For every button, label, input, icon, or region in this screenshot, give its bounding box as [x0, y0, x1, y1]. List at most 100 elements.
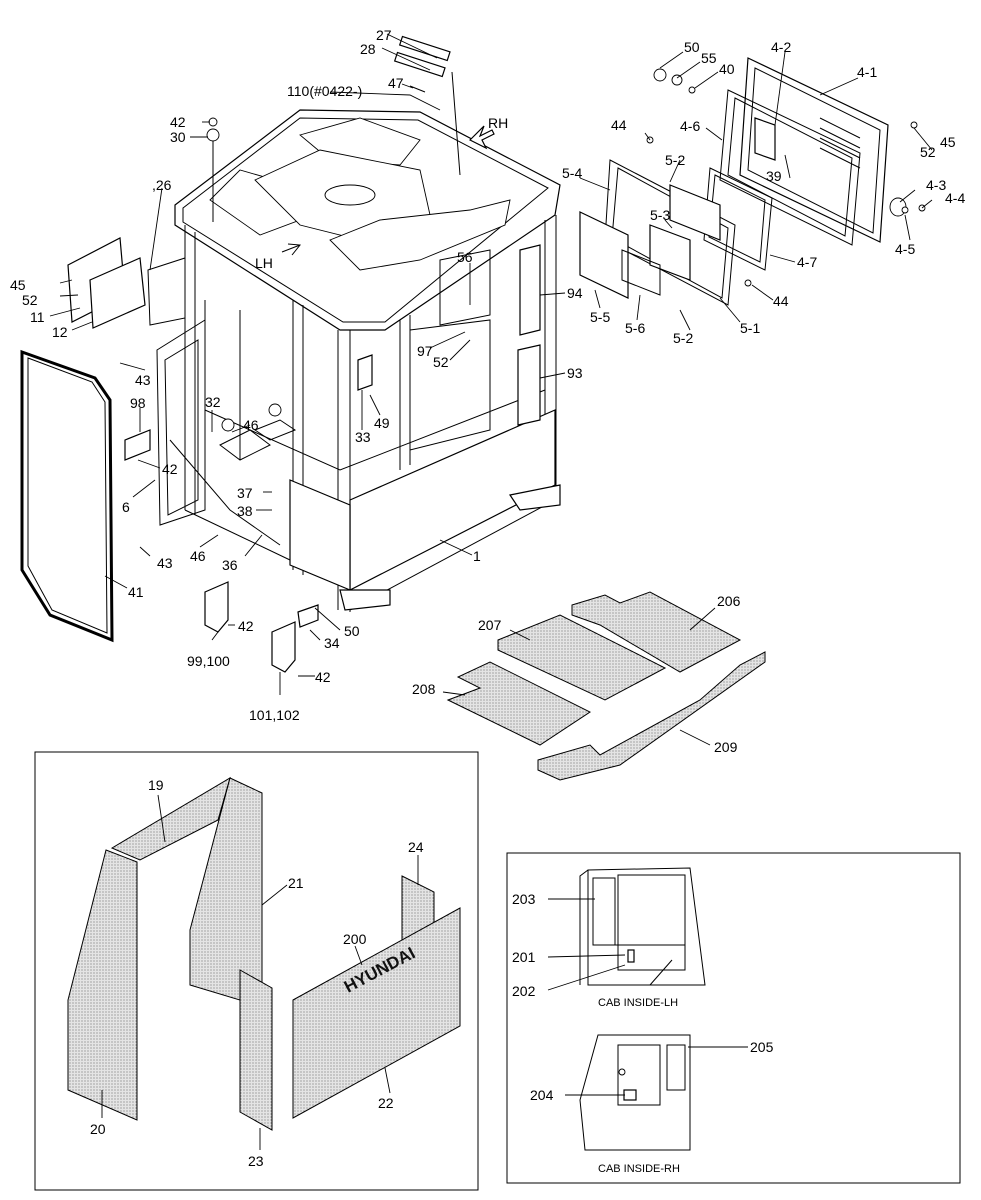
label-201: 201 [512, 949, 536, 965]
mat-208 [446, 661, 591, 746]
label-41: 41 [128, 584, 144, 600]
cover-plate-12 [89, 257, 146, 329]
label-4-4: 4-4 [945, 190, 965, 206]
label-47: 47 [388, 75, 404, 91]
mat-209 [537, 651, 766, 781]
roof-hardware [206, 35, 461, 222]
door-frame [156, 319, 206, 526]
cab-frame [147, 109, 561, 612]
panel-5-5 [579, 211, 629, 299]
label-5-1: 5-1 [740, 320, 760, 336]
label-22: 22 [378, 1095, 394, 1111]
insulation-panel-box [34, 751, 479, 1191]
bracket-99-100 [204, 581, 229, 633]
label-4-7: 4-7 [797, 254, 817, 270]
label-rh: RH [488, 115, 508, 131]
label-207: 207 [478, 617, 502, 633]
caption-cab-inside-lh: CAB INSIDE-LH [598, 997, 678, 1009]
label-30: 30 [170, 129, 186, 145]
label-4-1: 4-1 [857, 64, 877, 80]
label-5-4: 5-4 [562, 165, 582, 181]
label-204: 204 [530, 1087, 554, 1103]
label-6: 6 [122, 499, 130, 515]
label-42-top: 42 [170, 114, 186, 130]
panel-20 [67, 849, 138, 1121]
label-50-upper: 50 [684, 39, 700, 55]
cover-4-1 [739, 57, 889, 243]
rh-arrow-icon [468, 125, 495, 150]
label-55: 55 [701, 50, 717, 66]
label-46-lower: 46 [190, 548, 206, 564]
label-101-102: 101,102 [249, 707, 300, 723]
mat-207 [497, 614, 667, 701]
label-208: 208 [412, 681, 436, 697]
label-33: 33 [355, 429, 371, 445]
label-99-100: 99,100 [187, 653, 230, 669]
label-39: 39 [766, 168, 782, 184]
label-202: 202 [512, 983, 536, 999]
label-24: 24 [408, 839, 424, 855]
label-49: 49 [374, 415, 390, 431]
leader-lines [49, 33, 933, 1150]
label-20: 20 [90, 1121, 106, 1137]
label-11: 11 [30, 309, 45, 325]
label-44-lower: 44 [773, 293, 789, 309]
window-seal-41 [20, 349, 114, 643]
part-labels: RH LH 27 28 47 110(#0422-) 42 30 ,26 45 … [10, 27, 965, 1175]
caption-cab-inside-rh: CAB INSIDE-RH [598, 1163, 680, 1175]
panel-19 [110, 776, 231, 861]
label-43-upper: 43 [135, 372, 151, 388]
label-205: 205 [750, 1039, 774, 1055]
floor-mats [446, 591, 766, 781]
insulation-panels: HYUNDAI [67, 776, 461, 1131]
cab-inside-box [506, 852, 961, 1184]
label-27: 27 [376, 27, 392, 43]
label-93: 93 [567, 365, 583, 381]
label-28: 28 [360, 41, 376, 57]
label-203: 203 [512, 891, 536, 907]
label-42-bracket-a: 42 [238, 618, 254, 634]
label-19: 19 [148, 777, 164, 793]
rear-cover-assembly [579, 57, 926, 306]
label-94: 94 [567, 285, 583, 301]
label-lh: LH [255, 255, 273, 271]
label-43-lower: 43 [157, 555, 173, 571]
label-52-mid: 52 [433, 354, 449, 370]
label-50-lower: 50 [344, 623, 360, 639]
label-4-2: 4-2 [771, 39, 791, 55]
label-26: ,26 [152, 177, 172, 193]
label-5-3: 5-3 [650, 207, 670, 223]
label-52-left: 52 [22, 292, 38, 308]
label-5-2-lower: 5-2 [673, 330, 693, 346]
label-5-5: 5-5 [590, 309, 610, 325]
label-52-right: 52 [920, 144, 936, 160]
label-4-3: 4-3 [926, 177, 946, 193]
label-97: 97 [417, 343, 433, 359]
cab-inside-lh-view [579, 867, 706, 986]
label-46-upper: 46 [243, 417, 259, 433]
label-12: 12 [52, 324, 68, 340]
label-23: 23 [248, 1153, 264, 1169]
label-38: 38 [237, 503, 253, 519]
cab-inside-rh-view [579, 1034, 691, 1151]
label-56: 56 [457, 249, 473, 265]
frame-4-6 [719, 89, 861, 246]
label-42-mid: 42 [162, 461, 178, 477]
label-5-6: 5-6 [625, 320, 645, 336]
label-110: 110(#0422-) [287, 83, 362, 99]
seal-5-6 [621, 249, 661, 296]
label-21: 21 [288, 875, 304, 891]
label-4-5: 4-5 [895, 241, 915, 257]
panel-23 [239, 969, 273, 1131]
label-32: 32 [205, 394, 221, 410]
mat-206 [571, 591, 742, 673]
label-209: 209 [714, 739, 738, 755]
label-206: 206 [717, 593, 741, 609]
bracket-101-102 [271, 621, 296, 673]
label-1: 1 [473, 548, 481, 564]
label-5-2-upper: 5-2 [665, 152, 685, 168]
label-34: 34 [324, 635, 340, 651]
label-40: 40 [719, 61, 735, 77]
bracket-98 [124, 429, 151, 461]
